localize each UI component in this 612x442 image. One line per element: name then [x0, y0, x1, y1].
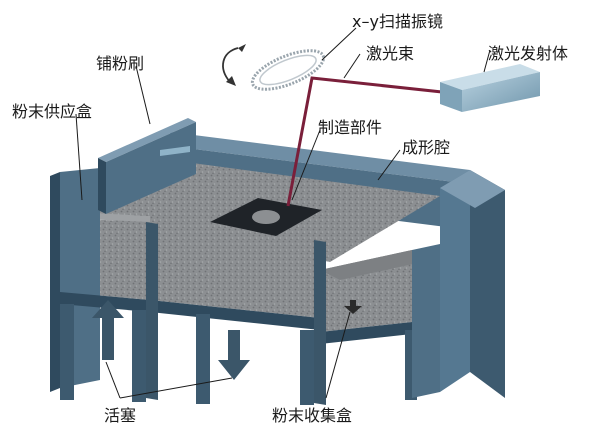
piston-down-arrow	[218, 330, 250, 380]
recoater-label: 铺粉刷	[96, 54, 145, 73]
powder-collection-box	[320, 250, 440, 332]
piston-up-arrow	[92, 300, 124, 360]
recoater-brush	[98, 118, 196, 214]
leader-lines	[75, 27, 491, 399]
part-label: 制造部件	[318, 118, 383, 137]
laser-emitter	[440, 64, 540, 112]
laser-beam	[286, 76, 443, 207]
rotation-arrow-icon	[222, 44, 246, 86]
laser-beam-label: 激光束	[366, 44, 415, 63]
build-chamber-label: 成形腔	[402, 138, 451, 157]
piston-label: 活塞	[104, 406, 137, 425]
scanner-mirror	[250, 49, 326, 91]
powder-supply-label: 粉末供应盒	[12, 102, 93, 121]
scanner-label: x–y扫描振镜	[352, 12, 443, 31]
laser-emitter-label: 激光发射体	[488, 44, 569, 63]
powder-collection-label: 粉末收集盒	[272, 406, 353, 425]
build-cylinder	[150, 222, 320, 318]
collection-arrow	[344, 300, 362, 314]
